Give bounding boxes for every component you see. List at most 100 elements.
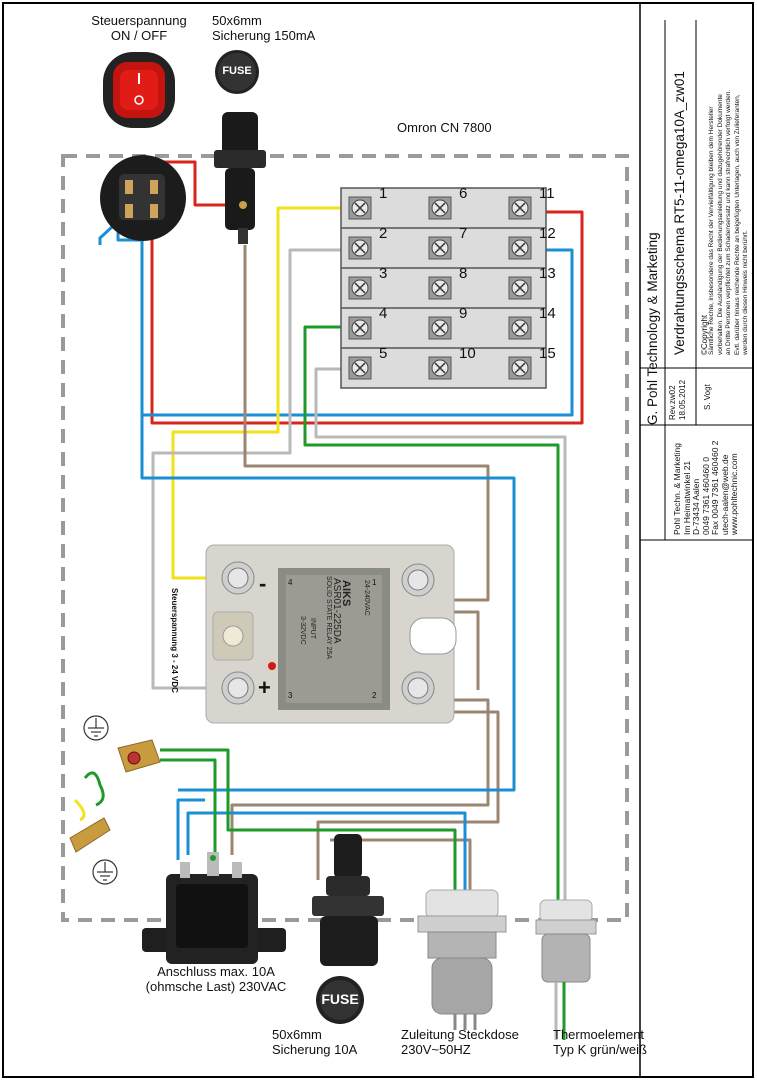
screw-cross xyxy=(434,202,446,214)
address-line: Pohl Techn. & Marketing xyxy=(672,443,682,535)
screw-cross xyxy=(354,242,366,254)
screw-cross xyxy=(514,242,526,254)
terminal-number: 2 xyxy=(379,225,388,242)
switch-title-line1: Steuerspannung xyxy=(91,13,187,28)
terminal-screws xyxy=(348,196,532,380)
wire-green-earth xyxy=(160,748,457,900)
fuse-holder-top-icon xyxy=(214,112,266,244)
terminal-number: 12 xyxy=(539,225,556,242)
wire-grey-terminal2-ssr-plus xyxy=(151,248,360,690)
address-line: Im Heimatwinkel 21 xyxy=(681,460,692,535)
revision-label: Rev.zw02 xyxy=(668,385,677,420)
ssr-n1: 1 xyxy=(372,578,377,587)
controller-label: Omron CN 7800 xyxy=(397,120,492,135)
ssr-control-voltage-label: Steuerspannung 3 - 24 VDC xyxy=(170,588,179,693)
wire-green-terminal4-thermo xyxy=(303,325,560,900)
ssr-desc: SOLID STATE RELAY 25A xyxy=(325,576,332,660)
thermo-label-line2: Typ K grün/weiß xyxy=(553,1042,647,1057)
terminal-number: 9 xyxy=(459,305,468,322)
supply-label-line2: 230V~50HZ xyxy=(401,1042,471,1057)
terminal-number: 7 xyxy=(459,225,468,242)
screw-cross xyxy=(514,202,526,214)
screw-cross xyxy=(434,282,446,294)
terminal-number: 5 xyxy=(379,345,388,362)
fuse-cap-top-text: FUSE xyxy=(222,65,252,77)
address-line: www.pohltechnic.com xyxy=(729,453,739,535)
cable-gland-small-icon xyxy=(535,899,597,1040)
fuse-bottom-size: 50x6mm xyxy=(272,1027,322,1042)
ssr-dc: 3-32VDC xyxy=(299,616,306,645)
wire-brown-fuse-ssr1 xyxy=(243,245,490,602)
terminal-number: 8 xyxy=(459,265,468,282)
rocker-switch-back-icon xyxy=(100,155,186,241)
inlet-label-line1: Anschluss max. 10A xyxy=(157,964,275,979)
wire-brown-ssr2-inlet xyxy=(230,698,490,855)
terminal-number: 10 xyxy=(459,345,476,362)
supply-label-line1: Zuleitung Steckdose xyxy=(401,1027,519,1042)
fuse-bottom-rating: Sicherung 10A xyxy=(272,1042,358,1057)
copyright-line: Sämtliche Rechte, insbesondere das Recht… xyxy=(708,106,715,355)
screw-cross xyxy=(354,282,366,294)
thermo-label-line1: Thermoelement xyxy=(553,1027,645,1042)
title-block-grid xyxy=(640,20,753,541)
terminal-number: 4 xyxy=(379,305,388,322)
copyright-line: an Dritte Personen verpflichtet zum Scha… xyxy=(725,89,732,355)
inlet-label-line2: (ohmsche Last) 230VAC xyxy=(145,979,287,994)
address-line: Fax 0049 7361 460460 2 xyxy=(710,440,720,535)
screw-cross xyxy=(514,282,526,294)
screw-cross xyxy=(514,322,526,334)
ssr-n2: 2 xyxy=(372,691,377,700)
screw-cross xyxy=(354,202,366,214)
ssr-ac: 24-240VAC xyxy=(363,580,370,616)
power-inlet-icon xyxy=(142,852,286,964)
address-line: D-73434 Aalen xyxy=(691,478,701,535)
ssr-input: INPUT xyxy=(309,618,316,639)
copyright-line: Evtl. darüber hinaus reichende Rechte an… xyxy=(733,94,741,355)
ssr-minus: - xyxy=(259,571,267,596)
document-title: Verdrahtungsschema RT5-11-omega10A_zw01 xyxy=(672,71,687,355)
switch-title-line2: ON / OFF xyxy=(110,28,168,43)
cable-gland-large-icon xyxy=(417,889,507,1030)
wire-blue-inlet-supply xyxy=(186,811,467,900)
terminal-number: 6 xyxy=(459,185,468,202)
fuse-cap-bottom-icon xyxy=(316,976,364,1024)
terminal-number: 13 xyxy=(539,265,556,282)
screw-cross xyxy=(434,322,446,334)
screw-cross xyxy=(434,242,446,254)
earth-lug-icon xyxy=(69,739,161,853)
wire-grey-terminal5-thermo xyxy=(314,367,567,900)
ssr-n3: 3 xyxy=(288,691,293,700)
earth-symbol-bottom-icon xyxy=(92,859,118,885)
terminal-number: 11 xyxy=(539,185,555,202)
rocker-switch-icon xyxy=(103,52,175,128)
wire-yellow-terminal1-ssr-minus xyxy=(171,206,360,580)
copyright-line: werden durch diesen Hinweis nicht berühr… xyxy=(742,230,749,355)
ssr-n4: 4 xyxy=(288,578,293,587)
screw-cross xyxy=(434,362,446,374)
copyright-line: vorbehalten. Die Aushändigung der Bedien… xyxy=(716,94,724,355)
earth-symbol-top-icon xyxy=(83,715,109,741)
company-name: G. Pohl Technology & Marketing xyxy=(645,232,660,425)
address-line: 0049 7361 460460 0 xyxy=(700,457,711,535)
screw-cross xyxy=(514,362,526,374)
wire-red-switch-terminal11 xyxy=(150,205,584,425)
solid-state-relay-icon xyxy=(205,544,457,724)
ssr-plus: + xyxy=(258,675,271,700)
screw-cross xyxy=(354,362,366,374)
fuse-cap-bottom-text: FUSE xyxy=(321,991,359,1007)
terminal-number: 1 xyxy=(379,185,388,202)
fuse-top-size: 50x6mm xyxy=(212,13,262,28)
revision-date: 18.05.2012 xyxy=(678,379,687,420)
fuse-top-rating: Sicherung 150mA xyxy=(212,28,316,43)
address-line: utech-aalen@web.de xyxy=(719,454,730,535)
screw-cross xyxy=(354,322,366,334)
terminal-number: 14 xyxy=(539,305,556,322)
ssr-model: ASR01-225DA xyxy=(331,578,342,644)
terminal-number: 3 xyxy=(379,265,388,282)
author-name: S. Vogt xyxy=(703,384,712,410)
fuse-cap-top-icon xyxy=(215,50,259,94)
fuse-holder-bottom-icon xyxy=(312,834,384,966)
terminal-number: 15 xyxy=(539,345,556,362)
